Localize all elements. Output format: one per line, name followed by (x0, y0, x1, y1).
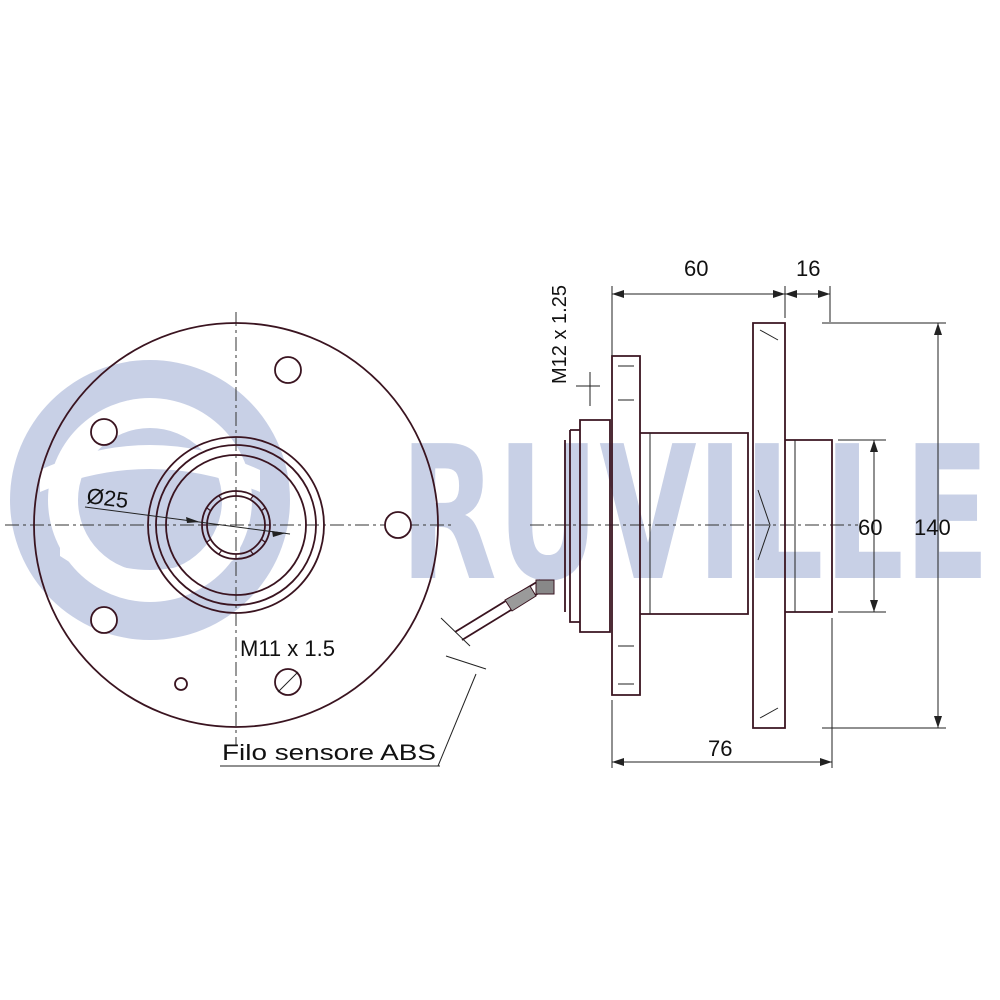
bearing-seal (579, 419, 611, 633)
flange-diameter-dimension-label: 140 (914, 515, 951, 540)
wheel-thread-label: M11 x 1.5 (240, 636, 335, 661)
locating-hole (174, 677, 188, 691)
spline-teeth (202, 491, 270, 559)
seal-ring (569, 429, 580, 623)
pilot-spigot (785, 439, 833, 613)
width-dimension-label: 60 (684, 256, 708, 281)
bolt-hole (384, 511, 412, 539)
hub-thread-label: M12 x 1.25 (549, 285, 571, 384)
side-view: M12 x 1.25 60 16 76 60 140 (530, 256, 951, 768)
pilot-diameter-dimension-label: 60 (858, 515, 882, 540)
bolt-hole (90, 418, 118, 446)
flange-outline (33, 322, 439, 728)
inner-flange (611, 355, 641, 696)
ruville-emblem (10, 360, 290, 640)
flange-dimension-label: 16 (796, 256, 820, 281)
wheel-flange (752, 322, 786, 729)
flange-detail (757, 329, 779, 719)
abs-wire-label: Filo sensore ABS (222, 740, 436, 765)
ruville-wordmark: RUVILLE (400, 406, 990, 622)
bore-diameter-label: Ø25 (85, 483, 129, 513)
leader-arrow (186, 517, 200, 523)
ruville-watermark: RUVILLE (10, 360, 990, 640)
bolt-hole (274, 356, 302, 384)
leader-arrow (272, 531, 286, 537)
bolt-hole (90, 606, 118, 634)
hub-outer-ring (147, 436, 325, 614)
abs-sensor-wire (437, 579, 555, 767)
hub-ring (155, 444, 317, 606)
hub-inner-ring (165, 454, 307, 596)
hub-body (640, 432, 749, 615)
overall-width-dimension-label: 76 (708, 736, 732, 761)
front-view: Ø25 M11 x 1.5 Filo sensore ABS (5, 312, 555, 767)
thread-mark (277, 671, 299, 693)
